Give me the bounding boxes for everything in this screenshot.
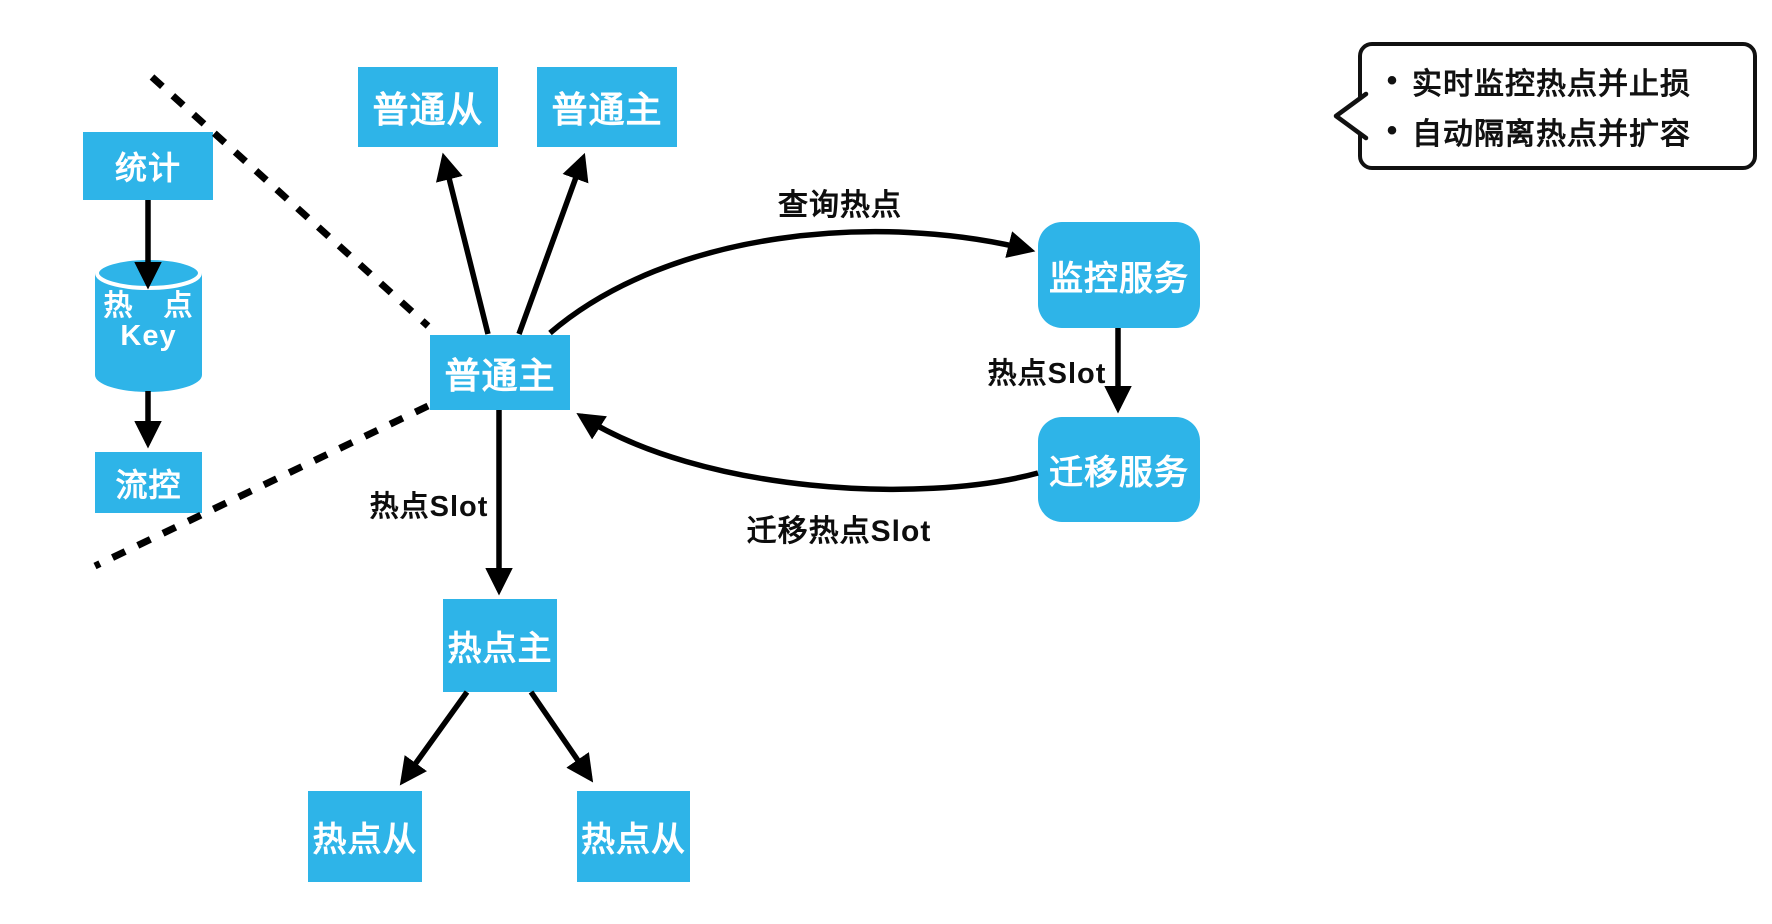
callout-bubble: • 实时监控热点并止损 • 自动隔离热点并扩容 [1333,42,1757,170]
edge-query-hotspot-curve [548,228,1036,336]
node-hot-master: 热点主 [443,599,557,692]
node-hot-slave-left-label: 热点从 [312,821,418,859]
edge-label-migrate-hotspot-slot: 迁移热点Slot [746,515,932,548]
node-flow-control: 流控 [95,452,202,513]
node-flow-control-label: 流控 [115,466,182,503]
node-hot-master-label: 热点主 [447,630,553,668]
edge-migrate-hotspot-curve [576,413,1039,493]
callout-item-text: 实时监控热点并止损 [1412,68,1691,101]
node-normal-slave-top-label: 普通从 [372,89,484,130]
node-hot-slave-left: 热点从 [308,791,422,882]
node-hot-slave-right: 热点从 [577,791,690,882]
node-normal-master-top: 普通主 [537,67,677,147]
edge-master-to-normal-slave [435,152,491,335]
node-normal-master-center: 普通主 [430,335,570,410]
node-migration-service: 迁移服务 [1038,417,1200,522]
node-hotkey-label-line1: 热 点 [103,290,194,322]
node-stat: 统计 [83,132,213,200]
edge-label-query-hotspot: 查询热点 [778,189,902,222]
node-normal-master-center-label: 普通主 [444,354,556,396]
callout-item: • 自动隔离热点并扩容 [1372,109,1743,153]
callout-tail-icon [1333,91,1369,141]
node-hotkey-label-line2: Key [120,320,177,352]
edge-hot-master-to-hot-slave-left [399,690,470,786]
edge-hot-master-to-hot-slave-right [528,690,594,783]
node-normal-slave-top: 普通从 [358,67,498,147]
node-hot-slave-right-label: 热点从 [581,821,686,859]
node-stat-label: 统计 [114,150,181,186]
node-monitor-service-label: 监控服务 [1049,259,1189,298]
node-hotkey-cylinder: 热 点 Key [95,256,202,392]
callout-item-text: 自动隔离热点并扩容 [1412,118,1691,151]
bullet-icon: • [1386,64,1398,97]
node-migration-service-label: 迁移服务 [1049,454,1189,492]
bullet-icon: • [1386,114,1398,147]
edge-label-hotspot-slot-center: 热点Slot [369,491,489,523]
edge-label-hotspot-slot-right: 热点Slot [987,358,1107,390]
callout-item: • 实时监控热点并止损 [1372,59,1743,103]
node-normal-master-top-label: 普通主 [551,89,663,130]
edge-master-to-normal-master [516,152,589,335]
node-monitor-service: 监控服务 [1038,222,1200,328]
